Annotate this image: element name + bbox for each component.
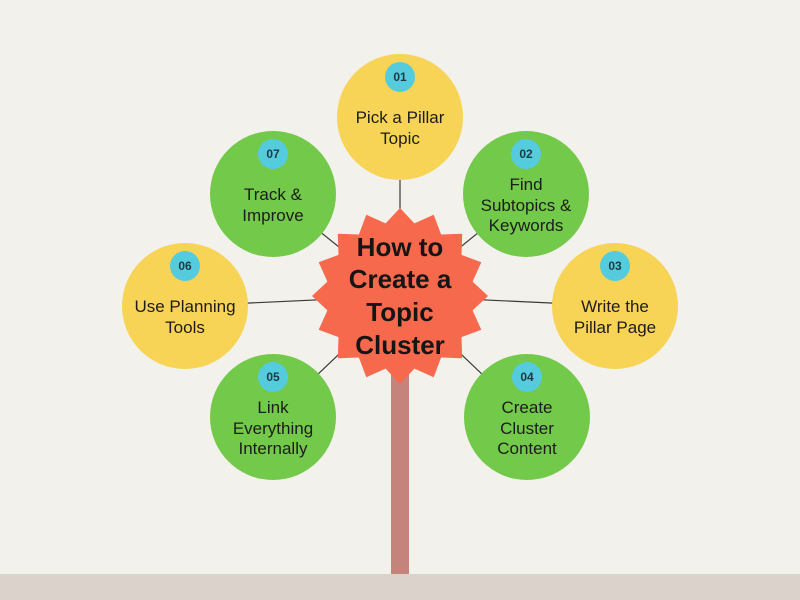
step-label: Link Everything Internally xyxy=(232,397,314,459)
step-number-badge: 07 xyxy=(258,139,288,169)
ground-strip xyxy=(0,574,800,600)
step-label: Pick a Pillar Topic xyxy=(355,108,445,148)
step-label: Use Planning Tools xyxy=(134,297,236,337)
center-starburst: How to Create a Topic Cluster xyxy=(308,204,492,388)
step-number-badge: 06 xyxy=(170,251,200,281)
step-circle-01: 01 Pick a Pillar Topic xyxy=(337,54,463,180)
step-label: Find Subtopics & Keywords xyxy=(480,174,572,236)
step-circle-03: 03 Write the Pillar Page xyxy=(552,243,678,369)
step-circle-06: 06 Use Planning Tools xyxy=(122,243,248,369)
step-label: Track & Improve xyxy=(242,185,304,225)
step-number-badge: 05 xyxy=(258,362,288,392)
step-label: Write the Pillar Page xyxy=(573,297,657,337)
step-circle-04: 04 Create Cluster Content xyxy=(464,354,590,480)
step-number-badge: 04 xyxy=(512,362,542,392)
starburst-shape-icon xyxy=(312,208,488,384)
step-circle-05: 05 Link Everything Internally xyxy=(210,354,336,480)
step-circle-02: 02 Find Subtopics & Keywords xyxy=(463,131,589,257)
step-number-badge: 03 xyxy=(600,251,630,281)
step-label: Create Cluster Content xyxy=(497,397,557,459)
step-number-badge: 02 xyxy=(511,139,541,169)
step-circle-07: 07 Track & Improve xyxy=(210,131,336,257)
step-number-badge: 01 xyxy=(385,62,415,92)
diagram-title: How to Create a Topic Cluster xyxy=(348,231,452,360)
